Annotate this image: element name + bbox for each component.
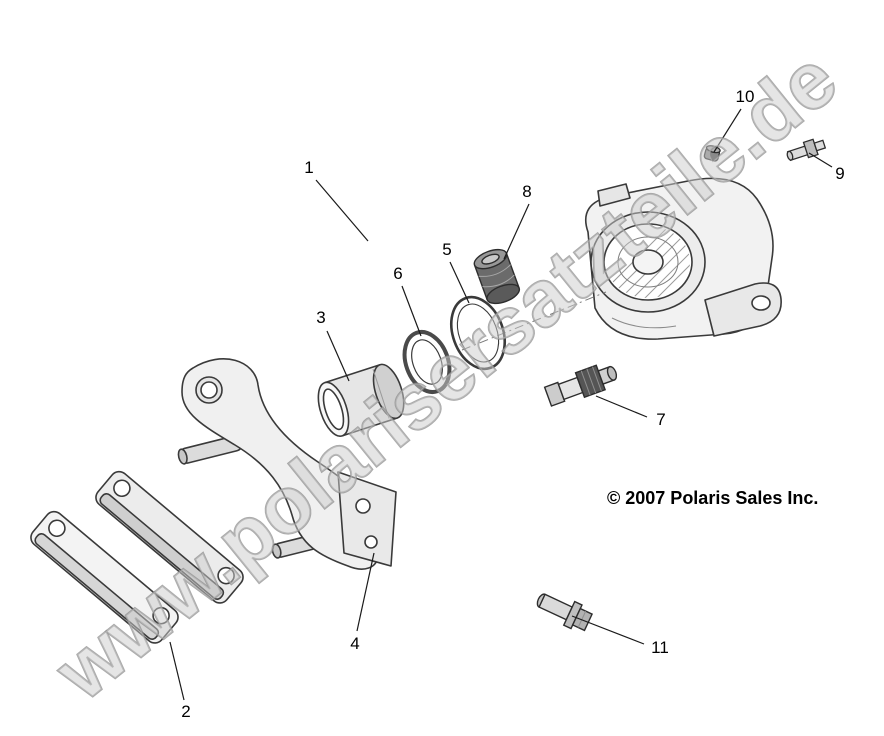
leader-line-8 (503, 203, 530, 260)
caliper-body-drawing (584, 177, 782, 340)
part-label-4: 4 (350, 634, 360, 653)
leader-line-7 (595, 395, 648, 418)
leader-lines (169, 108, 833, 701)
part-label-2: 2 (181, 702, 191, 721)
oring-drawing (450, 295, 506, 371)
leader-line-1 (315, 179, 369, 242)
part-label-9: 9 (835, 164, 845, 183)
part-label-1: 1 (304, 158, 314, 177)
cap-drawing (703, 145, 721, 162)
copyright-text: © 2007 Polaris Sales Inc. (607, 488, 819, 508)
part-label-10: 10 (735, 87, 755, 106)
part-label-7: 7 (656, 410, 666, 429)
leader-line-3 (326, 330, 350, 382)
part-label-3: 3 (316, 308, 326, 327)
mounting-bracket-drawing (177, 358, 397, 570)
leader-line-10 (713, 108, 742, 153)
leader-line-5 (449, 261, 470, 304)
leader-line-2 (169, 641, 185, 701)
seal-ring-drawing (402, 329, 452, 395)
guide-pin-drawing (543, 364, 618, 407)
brake-pad-front-drawing (30, 510, 179, 644)
leader-line-4 (356, 552, 375, 632)
leader-line-9 (808, 152, 833, 168)
centerline-dashed (461, 291, 607, 351)
leader-line-6 (401, 285, 422, 337)
part-label-11: 11 (651, 638, 669, 657)
part-label-8: 8 (522, 182, 532, 201)
watermark-text: www.polarisersatzteile.de (38, 34, 853, 717)
brake-pad-rear-drawing (95, 470, 244, 604)
piston-drawing (317, 363, 405, 438)
part-label-6: 6 (393, 264, 403, 283)
leader-line-11 (571, 615, 645, 645)
mounting-bolt-drawing (536, 593, 594, 632)
part-label-5: 5 (442, 240, 452, 259)
